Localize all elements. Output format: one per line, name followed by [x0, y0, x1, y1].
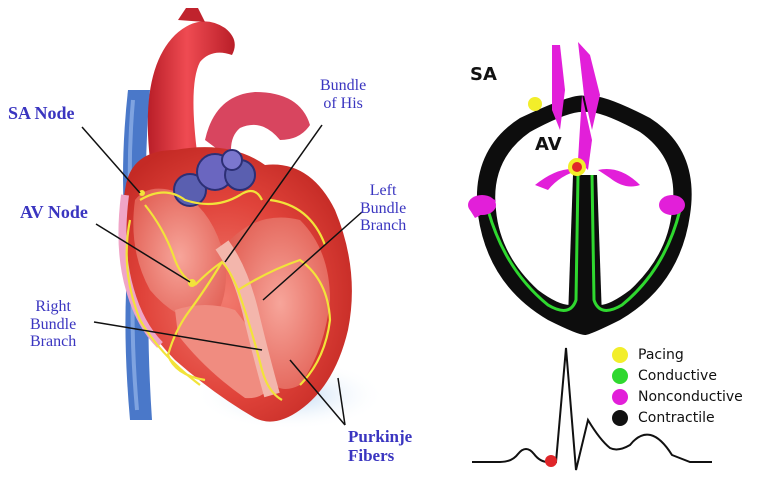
legend-item-nonconductive: Nonconductive: [612, 386, 743, 407]
legend-item-conductive: Conductive: [612, 365, 743, 386]
legend-label: Conductive: [638, 368, 717, 384]
sa-pacing-dot: [528, 97, 542, 111]
legend-swatch-nonconductive: [612, 389, 628, 405]
legend-label: Nonconductive: [638, 389, 743, 405]
legend-swatch-pacing: [612, 347, 628, 363]
legend-label: Contractile: [638, 410, 715, 426]
legend-swatch-contractile: [612, 410, 628, 426]
av-label: AV: [535, 134, 562, 155]
av-core: [572, 162, 582, 172]
ecg-marker-dot: [545, 455, 557, 467]
sa-label: SA: [470, 64, 497, 85]
legend-swatch-conductive: [612, 368, 628, 384]
legend-item-pacing: Pacing: [612, 344, 743, 365]
septum-black: [568, 175, 602, 318]
legend-label: Pacing: [638, 347, 684, 363]
legend: Pacing Conductive Nonconductive Contract…: [612, 344, 743, 428]
legend-item-contractile: Contractile: [612, 407, 743, 428]
